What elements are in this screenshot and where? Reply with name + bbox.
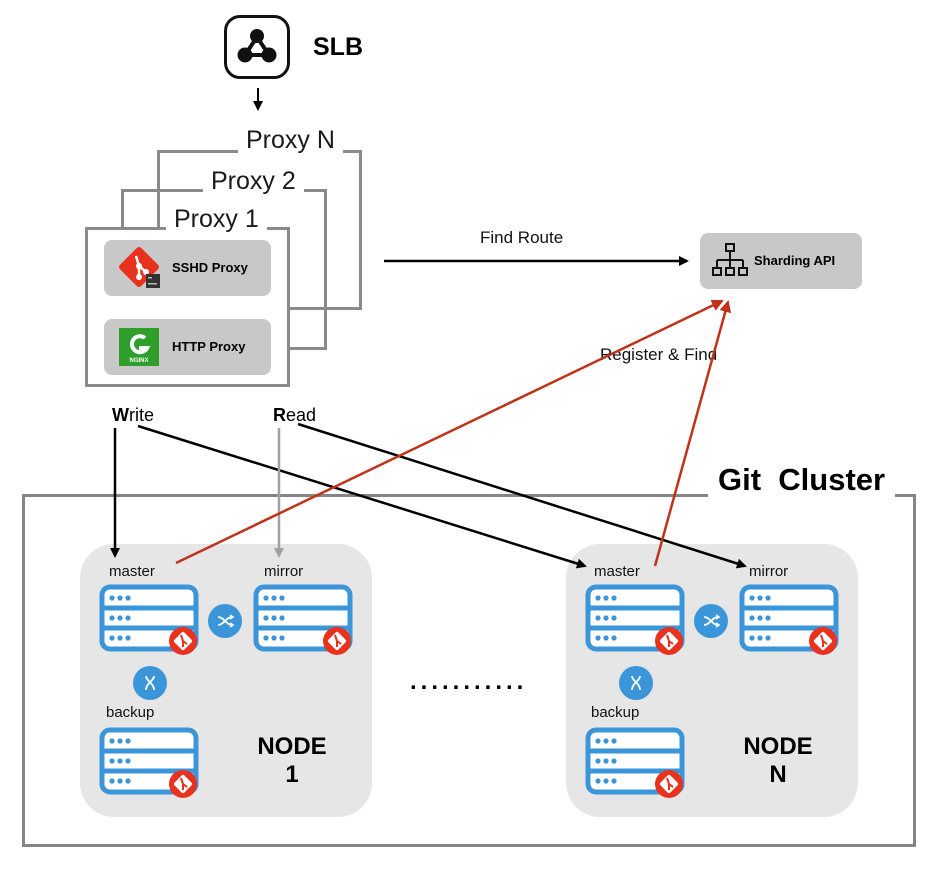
node-n-title-line1: NODE [743, 733, 813, 760]
node-1-backup-sync-icon [133, 666, 167, 700]
node-1-mirror-server-icon[interactable] [253, 584, 355, 656]
proxy-frame-1-title: Proxy 1 [166, 205, 267, 233]
nginx-icon-text: NGINX [129, 358, 149, 364]
slb-icon [224, 15, 290, 79]
node-n-master-server-icon[interactable] [585, 584, 687, 656]
node-n-backup-label: backup [591, 704, 640, 721]
register-find-label: Register & Find [598, 345, 720, 365]
node-n-title: NODE N [728, 733, 828, 789]
node-n-title-line2: N [769, 761, 787, 788]
node-1-title: NODE 1 [242, 733, 342, 789]
node-1-mirror-label: mirror [264, 563, 304, 580]
node-1-title-line1: NODE [257, 733, 327, 760]
git-terminal-icon [119, 247, 160, 288]
node-1-title-line2: 1 [285, 761, 299, 788]
http-proxy-label: HTTP Proxy [172, 339, 246, 354]
node-n-mirror-server-icon[interactable] [739, 584, 841, 656]
sharding-api-label: Sharding API [754, 253, 836, 268]
read-label-rest: ead [286, 405, 317, 425]
write-label-initial: W [112, 405, 129, 425]
node-1-backup-label: backup [106, 704, 155, 721]
find-route-label: Find Route [480, 228, 564, 247]
hierarchy-icon [712, 243, 748, 276]
node-1-master-label: master [109, 563, 155, 580]
write-label: Write [112, 405, 154, 426]
git-cluster-title: Git Cluster [708, 460, 896, 500]
node-n-mirror-label: mirror [749, 563, 789, 580]
read-label-initial: R [273, 405, 286, 425]
node-n-master-label: master [594, 563, 640, 580]
node-n-sync-icon [694, 604, 728, 638]
proxy-frame-2-title: Proxy 2 [203, 167, 304, 195]
write-label-rest: rite [129, 405, 155, 425]
sshd-proxy-card[interactable]: SSHD Proxy [104, 240, 271, 296]
node-n-backup-server-icon[interactable] [585, 727, 687, 799]
node-1-sync-icon [208, 604, 242, 638]
nginx-icon: NGINX [119, 328, 159, 366]
node-n-backup-sync-icon [619, 666, 653, 700]
node-1-master-server-icon[interactable] [99, 584, 201, 656]
sshd-proxy-label: SSHD Proxy [172, 260, 248, 275]
http-proxy-card[interactable]: NGINX HTTP Proxy [104, 319, 271, 375]
node-1-backup-server-icon[interactable] [99, 727, 201, 799]
nodes-ellipsis: ........... [410, 668, 528, 695]
read-label: Read [273, 405, 316, 426]
sharding-api-card[interactable]: Sharding API [700, 233, 862, 289]
proxy-frame-n-title: Proxy N [238, 126, 343, 154]
slb-label: SLB [313, 33, 363, 61]
